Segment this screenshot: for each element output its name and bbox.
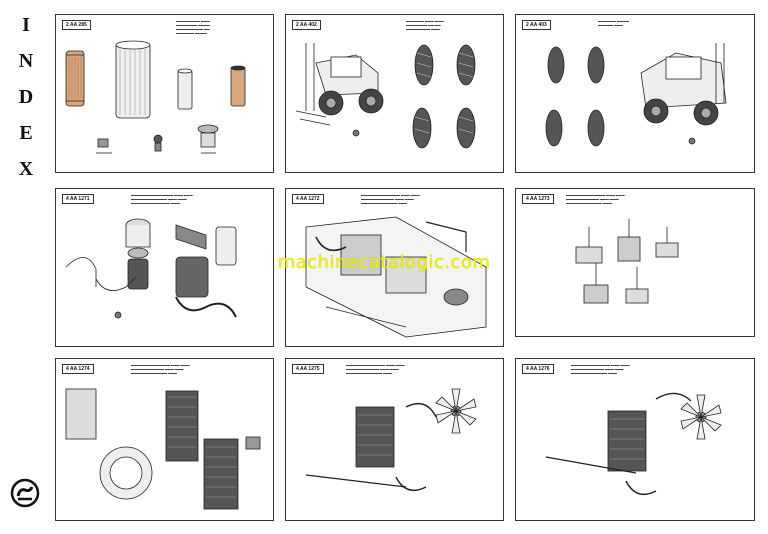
page-code: 2 AA 402 [292, 20, 321, 30]
page-code: 4 AA 1272 [292, 194, 324, 204]
brand-logo [10, 478, 40, 508]
index-letter-n: N [18, 50, 34, 72]
page-header-lines: ▬▬▬▬▬▬▬▬▬▬▬▬▬▬ ▬▬▬ ▬▬▬▬▬▬▬▬▬▬▬▬▬▬▬ ▬▬▬ ▬… [131, 193, 193, 205]
catalog-page-thumbnail[interactable]: 4 AA 1271 ▬▬▬▬▬▬▬▬▬▬▬▬▬▬ ▬▬▬ ▬▬▬▬▬▬▬▬▬▬▬… [55, 188, 274, 347]
page-header-lines: ▬▬▬▬▬▬▬▬▬▬▬▬▬ ▬▬▬ ▬▬▬▬▬▬▬▬▬▬▬▬▬▬ ▬▬▬ ▬▬▬… [571, 363, 630, 375]
catalog-page-thumbnail[interactable]: 4 AA 1272 ▬▬▬▬▬▬▬▬▬▬▬▬▬ ▬▬▬ ▬▬▬▬▬▬▬▬▬▬▬▬… [285, 188, 504, 347]
page-code: 4 AA 1275 [292, 364, 324, 374]
page-code: 4 AA 1276 [522, 364, 554, 374]
index-letter-e: E [19, 122, 33, 144]
index-letter-i: I [22, 14, 30, 36]
catalog-page-thumbnail[interactable]: 2 AA 402 ▬▬▬▬▬▬ ▬▬▬ ▬▬▬▬▬▬▬▬▬▬ ▬▬ ▬▬▬▬▬▬… [285, 14, 504, 173]
page-header-lines: ▬▬▬▬▬▬▬▬▬▬▬▬▬ ▬▬▬ ▬▬▬▬▬▬▬▬▬▬▬▬▬▬ ▬▬▬ ▬▬▬… [566, 193, 625, 205]
catalog-page-thumbnail[interactable]: 4 AA 1274 ▬▬▬▬▬▬▬▬▬▬▬▬▬ ▬▬▬ ▬▬▬▬▬▬▬▬▬▬▬▬… [55, 358, 274, 521]
catalog-page-thumbnail[interactable]: 4 AA 1276 ▬▬▬▬▬▬▬▬▬▬▬▬▬ ▬▬▬ ▬▬▬▬▬▬▬▬▬▬▬▬… [515, 358, 755, 521]
page-code: 2 AA 403 [522, 20, 551, 30]
page-header-lines: ▬▬▬▬▬▬ ▬▬▬ ▬▬▬▬▬▬▬▬▬▬ ▬▬ ▬▬▬▬▬▬▬▬▬▬ ▬▬▬ [406, 19, 444, 31]
radiator-drawing [65, 388, 261, 510]
page-header-lines: ▬▬▬▬▬▬ ▬▬▬▬▬▬▬▬▬ ▬▬▬ [598, 19, 629, 27]
forklift-tyre-drawing [295, 43, 476, 149]
filter-parts-drawing [65, 40, 246, 154]
page-code: 4 AA 1273 [522, 194, 554, 204]
page-code: 4 AA 1271 [62, 194, 94, 204]
catalog-page-thumbnail[interactable]: 2 AA 285 ▬▬▬▬▬▬▬▬ ▬▬▬▬▬▬▬▬▬▬ ▬▬▬▬▬▬▬▬▬▬▬… [55, 14, 274, 173]
cooling-fan-drawing [545, 392, 722, 495]
bracket-parts-drawing [575, 219, 679, 304]
forklift-tyre-drawing [545, 43, 727, 147]
catalog-page-thumbnail[interactable]: 4 AA 1275 ▬▬▬▬▬▬▬▬▬▬▬▬▬ ▬▬▬ ▬▬▬▬▬▬▬▬▬▬▬▬… [285, 358, 504, 521]
index-letter-x: X [18, 158, 34, 180]
page-code: 2 AA 285 [62, 20, 91, 30]
page-header-lines: ▬▬▬▬▬▬▬▬▬▬▬▬▬ ▬▬▬ ▬▬▬▬▬▬▬▬▬▬▬▬▬▬ ▬▬▬ ▬▬▬… [346, 363, 405, 375]
index-letter-d: D [18, 86, 34, 108]
engine-frame-drawing [305, 216, 487, 338]
catalog-page-thumbnail[interactable]: 2 AA 403 ▬▬▬▬▬▬ ▬▬▬▬▬▬▬▬▬ ▬▬▬ [515, 14, 755, 173]
page-code: 4 AA 1274 [62, 364, 94, 374]
air-intake-drawing [65, 218, 237, 319]
page-header-lines: ▬▬▬▬▬▬▬▬▬▬▬▬▬ ▬▬▬ ▬▬▬▬▬▬▬▬▬▬▬▬▬▬ ▬▬▬ ▬▬▬… [131, 363, 190, 375]
catalog-page-thumbnail[interactable]: 4 AA 1273 ▬▬▬▬▬▬▬▬▬▬▬▬▬ ▬▬▬ ▬▬▬▬▬▬▬▬▬▬▬▬… [515, 188, 755, 337]
watermark-text: machinecatalogic.com [277, 252, 491, 273]
cooling-fan-drawing [305, 388, 477, 491]
page-header-lines: ▬▬▬▬▬▬▬▬▬▬▬▬▬ ▬▬▬ ▬▬▬▬▬▬▬▬▬▬▬▬▬▬ ▬▬▬ ▬▬▬… [361, 193, 420, 205]
page-header-lines: ▬▬▬▬▬▬▬▬ ▬▬▬▬▬▬▬▬▬▬ ▬▬▬▬▬▬▬▬▬▬▬▬▬ ▬▬▬▬▬▬… [176, 19, 210, 35]
